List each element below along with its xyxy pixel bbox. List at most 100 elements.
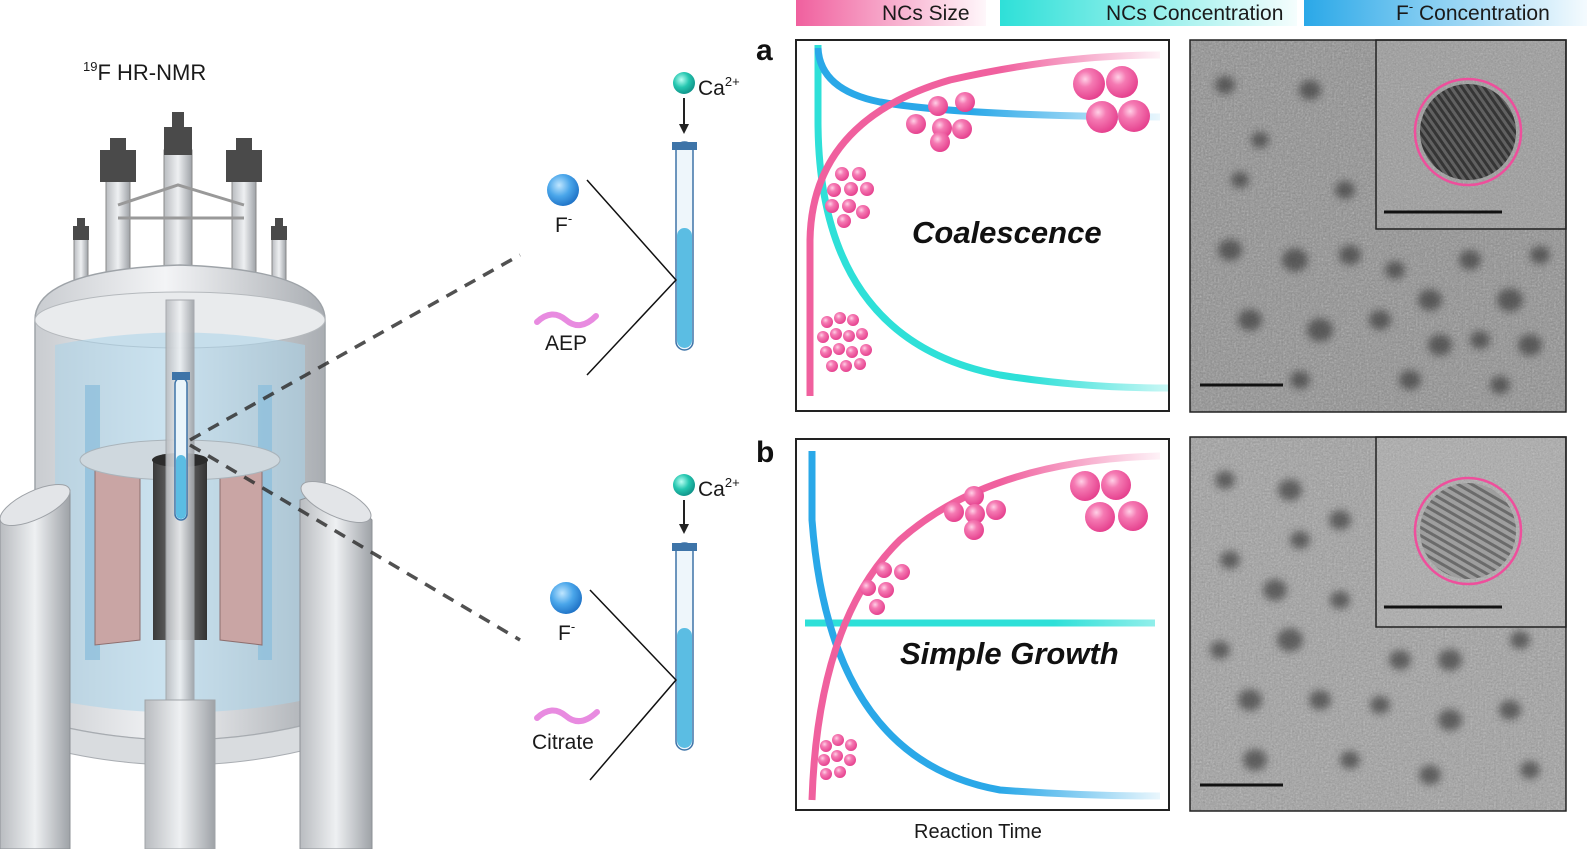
tem-nanoparticle <box>1238 309 1262 331</box>
nanocrystal-particle <box>876 562 892 578</box>
tem-nanoparticle <box>1340 751 1360 769</box>
nanocrystal-particle <box>1101 470 1131 500</box>
nanocrystal-particle <box>856 328 868 340</box>
tem-nanoparticle <box>1330 591 1350 609</box>
particles-a-medium <box>825 167 874 228</box>
tem-a-highlight-circle <box>1413 77 1523 187</box>
nanocrystal-particle <box>856 205 870 219</box>
tem-nanoparticle <box>1419 765 1441 785</box>
nanocrystal-particle <box>965 504 985 524</box>
plot-b: Simple Growth <box>795 438 1170 811</box>
nanocrystal-particle <box>1118 100 1150 132</box>
nanocrystal-particle <box>964 520 984 540</box>
nanocrystal-particle <box>833 343 845 355</box>
nmr-sample-tube <box>172 372 190 521</box>
tem-image-b <box>1189 436 1567 812</box>
aep-ligand-icon <box>534 311 599 329</box>
nanocrystal-particle <box>840 360 852 372</box>
nanocrystal-particle <box>817 331 829 343</box>
ca-ion-icon <box>673 72 695 94</box>
tem-nanoparticle <box>1309 690 1331 710</box>
tem-b-particles <box>1210 471 1540 785</box>
nanocrystal-particle <box>826 360 838 372</box>
nanocrystal-particle <box>1106 66 1138 98</box>
tem-nanoparticle <box>1220 551 1240 569</box>
nanocrystal-particle <box>930 132 950 152</box>
ca-ion-icon-b <box>673 474 695 496</box>
nanocrystal-particle <box>834 766 846 778</box>
tem-nanoparticle <box>1231 171 1249 189</box>
tem-nanoparticle <box>1277 628 1303 652</box>
legend-label-nc-concentration: NCs Concentration <box>1106 2 1283 25</box>
tem-nanoparticle <box>1438 649 1462 671</box>
anion-label-a: F- <box>555 211 572 237</box>
nanocrystal-particle <box>860 580 876 596</box>
citrate-ligand-icon <box>534 707 600 725</box>
tem-nanoparticle <box>1218 239 1242 261</box>
nanocrystal-particle <box>847 314 859 326</box>
nanocrystal-particle <box>820 768 832 780</box>
nanocrystal-particle <box>821 316 833 328</box>
particles-a-xlarge <box>1073 66 1150 133</box>
nanocrystal-particle <box>837 214 851 228</box>
tem-image-a <box>1189 39 1567 413</box>
nanocrystal-particle <box>860 182 874 196</box>
tem-nanoparticle <box>1282 248 1308 272</box>
nanocrystal-particle <box>846 346 858 358</box>
cation-label-b: Ca2+ <box>698 475 740 501</box>
nanocrystal-particle <box>844 754 856 766</box>
nanocrystal-particle <box>854 358 866 370</box>
setup-b: Ca2+ F- Citrate <box>532 474 740 781</box>
curve-a-f-concentration <box>814 47 1161 121</box>
x-axis-label: Reaction Time <box>914 821 1042 843</box>
tem-nanoparticle <box>1238 689 1262 711</box>
tem-nanoparticle <box>1369 310 1391 330</box>
zoom-lines <box>189 253 521 642</box>
particles-b-large <box>944 486 1006 540</box>
panel-letter-b: b <box>756 436 774 469</box>
tem-nanoparticle <box>1215 471 1235 489</box>
ligand-label-a: AEP <box>545 332 587 355</box>
plot-a: Coalescence <box>795 39 1170 412</box>
nanocrystal-particle <box>894 564 910 580</box>
nanocrystal-particle <box>834 312 846 324</box>
tem-nanoparticle <box>1210 641 1230 659</box>
nanocrystal-particle <box>906 114 926 134</box>
nanocrystal-particle <box>820 346 832 358</box>
arrowhead-icon-b <box>679 524 689 534</box>
nmr-label-sup: 19 <box>83 59 97 74</box>
tem-nanoparticle <box>1370 696 1390 714</box>
curve-a-nc-size <box>806 51 1161 396</box>
curve-b-f-concentration <box>808 451 1161 800</box>
arrowhead-icon <box>679 124 689 134</box>
legend-label-f-concentration: F- Concentration <box>1396 0 1550 25</box>
tem-nanoparticle <box>1530 246 1550 264</box>
anion-label-b: F- <box>558 619 575 645</box>
nmr-label-text: F HR-NMR <box>97 60 206 85</box>
support-pillars <box>0 481 373 849</box>
tem-nanoparticle <box>1307 318 1333 342</box>
nanocrystal-particle <box>842 199 856 213</box>
nanocrystal-particle <box>825 199 839 213</box>
tem-nanoparticle <box>1263 579 1287 601</box>
nanocrystal-particle <box>964 486 984 506</box>
mixing-lines-b <box>589 589 678 781</box>
tem-b-highlight-circle <box>1413 476 1523 586</box>
nanocrystal-particle <box>955 92 975 112</box>
nanocrystal-particle <box>820 740 832 752</box>
legend-swatch-nc-concentration <box>1000 0 1297 26</box>
tem-nanoparticle <box>1251 131 1269 149</box>
legend-swatch-size <box>796 0 986 26</box>
nanocrystal-particle <box>835 167 849 181</box>
tem-nanoparticle <box>1215 76 1235 94</box>
tem-nanoparticle <box>1518 334 1542 356</box>
nanocrystal-particle <box>843 330 855 342</box>
tem-a-crystal <box>1420 84 1516 180</box>
process-label-a: Coalescence <box>912 215 1102 250</box>
fluoride-ion-icon-b <box>550 582 582 614</box>
tem-nanoparticle <box>1339 245 1361 265</box>
tem-a-particles <box>1215 76 1550 394</box>
legend-item-nc-concentration: NCs Concentration <box>1000 0 1297 26</box>
nanocrystal-particle <box>860 344 872 356</box>
